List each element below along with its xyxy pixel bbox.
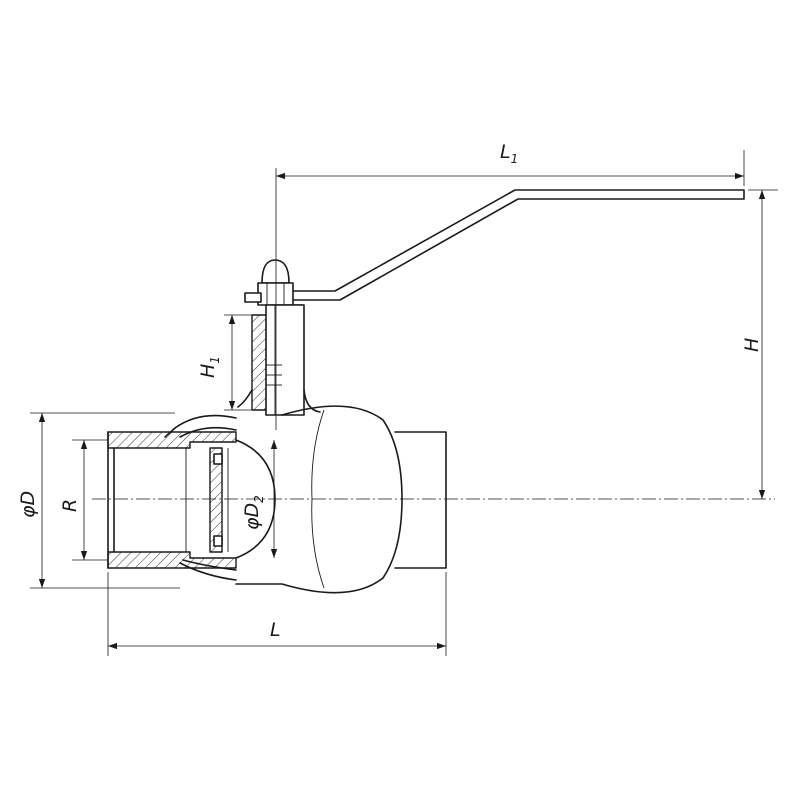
dim-l: L [107, 572, 447, 656]
r-label: R [59, 499, 81, 512]
handle-lever [281, 189, 745, 301]
stem-neck [237, 304, 321, 416]
dim-phi-d: φD [17, 412, 180, 589]
dim-h1: H1 [197, 314, 252, 411]
phi-d2-label: φD2 [241, 495, 266, 530]
h1-label: H1 [197, 356, 222, 378]
l-label: L [270, 619, 281, 641]
dim-h: H [741, 189, 778, 499]
dim-l1: L1 [275, 141, 745, 430]
dim-phi-d2: φD2 [241, 440, 278, 558]
phi-d-label: φD [17, 491, 39, 518]
h-label: H [741, 338, 763, 352]
dim-r: R [59, 439, 108, 561]
l1-label: L1 [500, 141, 518, 166]
threaded-end-section [107, 431, 237, 569]
